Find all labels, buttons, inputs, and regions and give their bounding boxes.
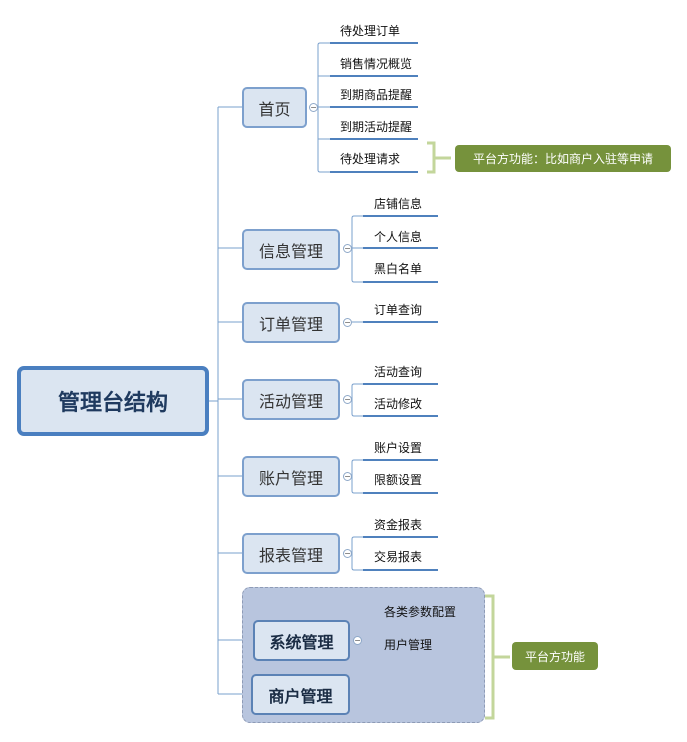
branch-info-management[interactable]: 信息管理: [242, 229, 340, 270]
branch-stubs: [218, 106, 253, 695]
collapse-info-icon[interactable]: −: [343, 244, 352, 253]
leaf-parameter-config[interactable]: 各类参数配置: [384, 605, 457, 619]
branch-activity-management[interactable]: 活动管理: [242, 379, 340, 420]
report-children-connector: [351, 536, 363, 571]
home-children-connector: [317, 42, 330, 173]
callout-platform-note: 平台方功能: [512, 642, 598, 670]
branch-merchant-management[interactable]: 商户管理: [251, 674, 350, 715]
activity-underlines: [363, 383, 438, 417]
home-underlines: [330, 42, 418, 173]
leaf-funds-report[interactable]: 资金报表: [374, 518, 423, 532]
collapse-home-icon[interactable]: −: [309, 103, 318, 112]
leaf-limit-settings[interactable]: 限额设置: [374, 473, 423, 487]
branch-report-management[interactable]: 报表管理: [242, 533, 340, 574]
info-children-connector: [351, 215, 363, 283]
leaf-activity-query[interactable]: 活动查询: [374, 365, 423, 379]
leaf-sales-overview[interactable]: 销售情况概览: [340, 57, 413, 71]
info-underlines: [363, 215, 438, 283]
account-underlines: [363, 459, 438, 494]
collapse-activity-icon[interactable]: −: [343, 395, 352, 404]
leaf-activity-edit[interactable]: 活动修改: [374, 397, 423, 411]
branch-account-management[interactable]: 账户管理: [242, 456, 340, 497]
leaf-pending-orders[interactable]: 待处理订单: [340, 24, 401, 38]
leaf-blacklist-whitelist[interactable]: 黑白名单: [374, 262, 423, 276]
root-node[interactable]: 管理台结构: [17, 366, 209, 436]
leaf-personal-info[interactable]: 个人信息: [374, 230, 423, 244]
leaf-transaction-report[interactable]: 交易报表: [374, 550, 423, 564]
requests-bracket: [427, 141, 451, 174]
leaf-user-management[interactable]: 用户管理: [384, 638, 433, 652]
leaf-account-settings[interactable]: 账户设置: [374, 441, 423, 455]
leaf-expiring-activities[interactable]: 到期活动提醒: [340, 120, 413, 134]
collapse-account-icon[interactable]: −: [343, 472, 352, 481]
leaf-shop-info[interactable]: 店铺信息: [374, 197, 423, 211]
platform-bracket: [485, 594, 510, 720]
branch-home[interactable]: 首页: [242, 87, 307, 128]
collapse-system-icon[interactable]: −: [353, 636, 362, 645]
leaf-expiring-products[interactable]: 到期商品提醒: [340, 88, 413, 102]
account-children-connector: [351, 459, 363, 494]
activity-children-connector: [351, 383, 363, 417]
leaf-pending-requests[interactable]: 待处理请求: [340, 152, 401, 166]
branch-order-management[interactable]: 订单管理: [242, 302, 340, 343]
collapse-report-icon[interactable]: −: [343, 549, 352, 558]
branch-system-management[interactable]: 系统管理: [253, 620, 350, 661]
report-underlines: [363, 536, 438, 571]
collapse-order-icon[interactable]: −: [343, 318, 352, 327]
leaf-order-query[interactable]: 订单查询: [374, 303, 423, 317]
callout-requests-note: 平台方功能：比如商户入驻等申请: [455, 145, 671, 172]
root-connector: [209, 107, 219, 694]
